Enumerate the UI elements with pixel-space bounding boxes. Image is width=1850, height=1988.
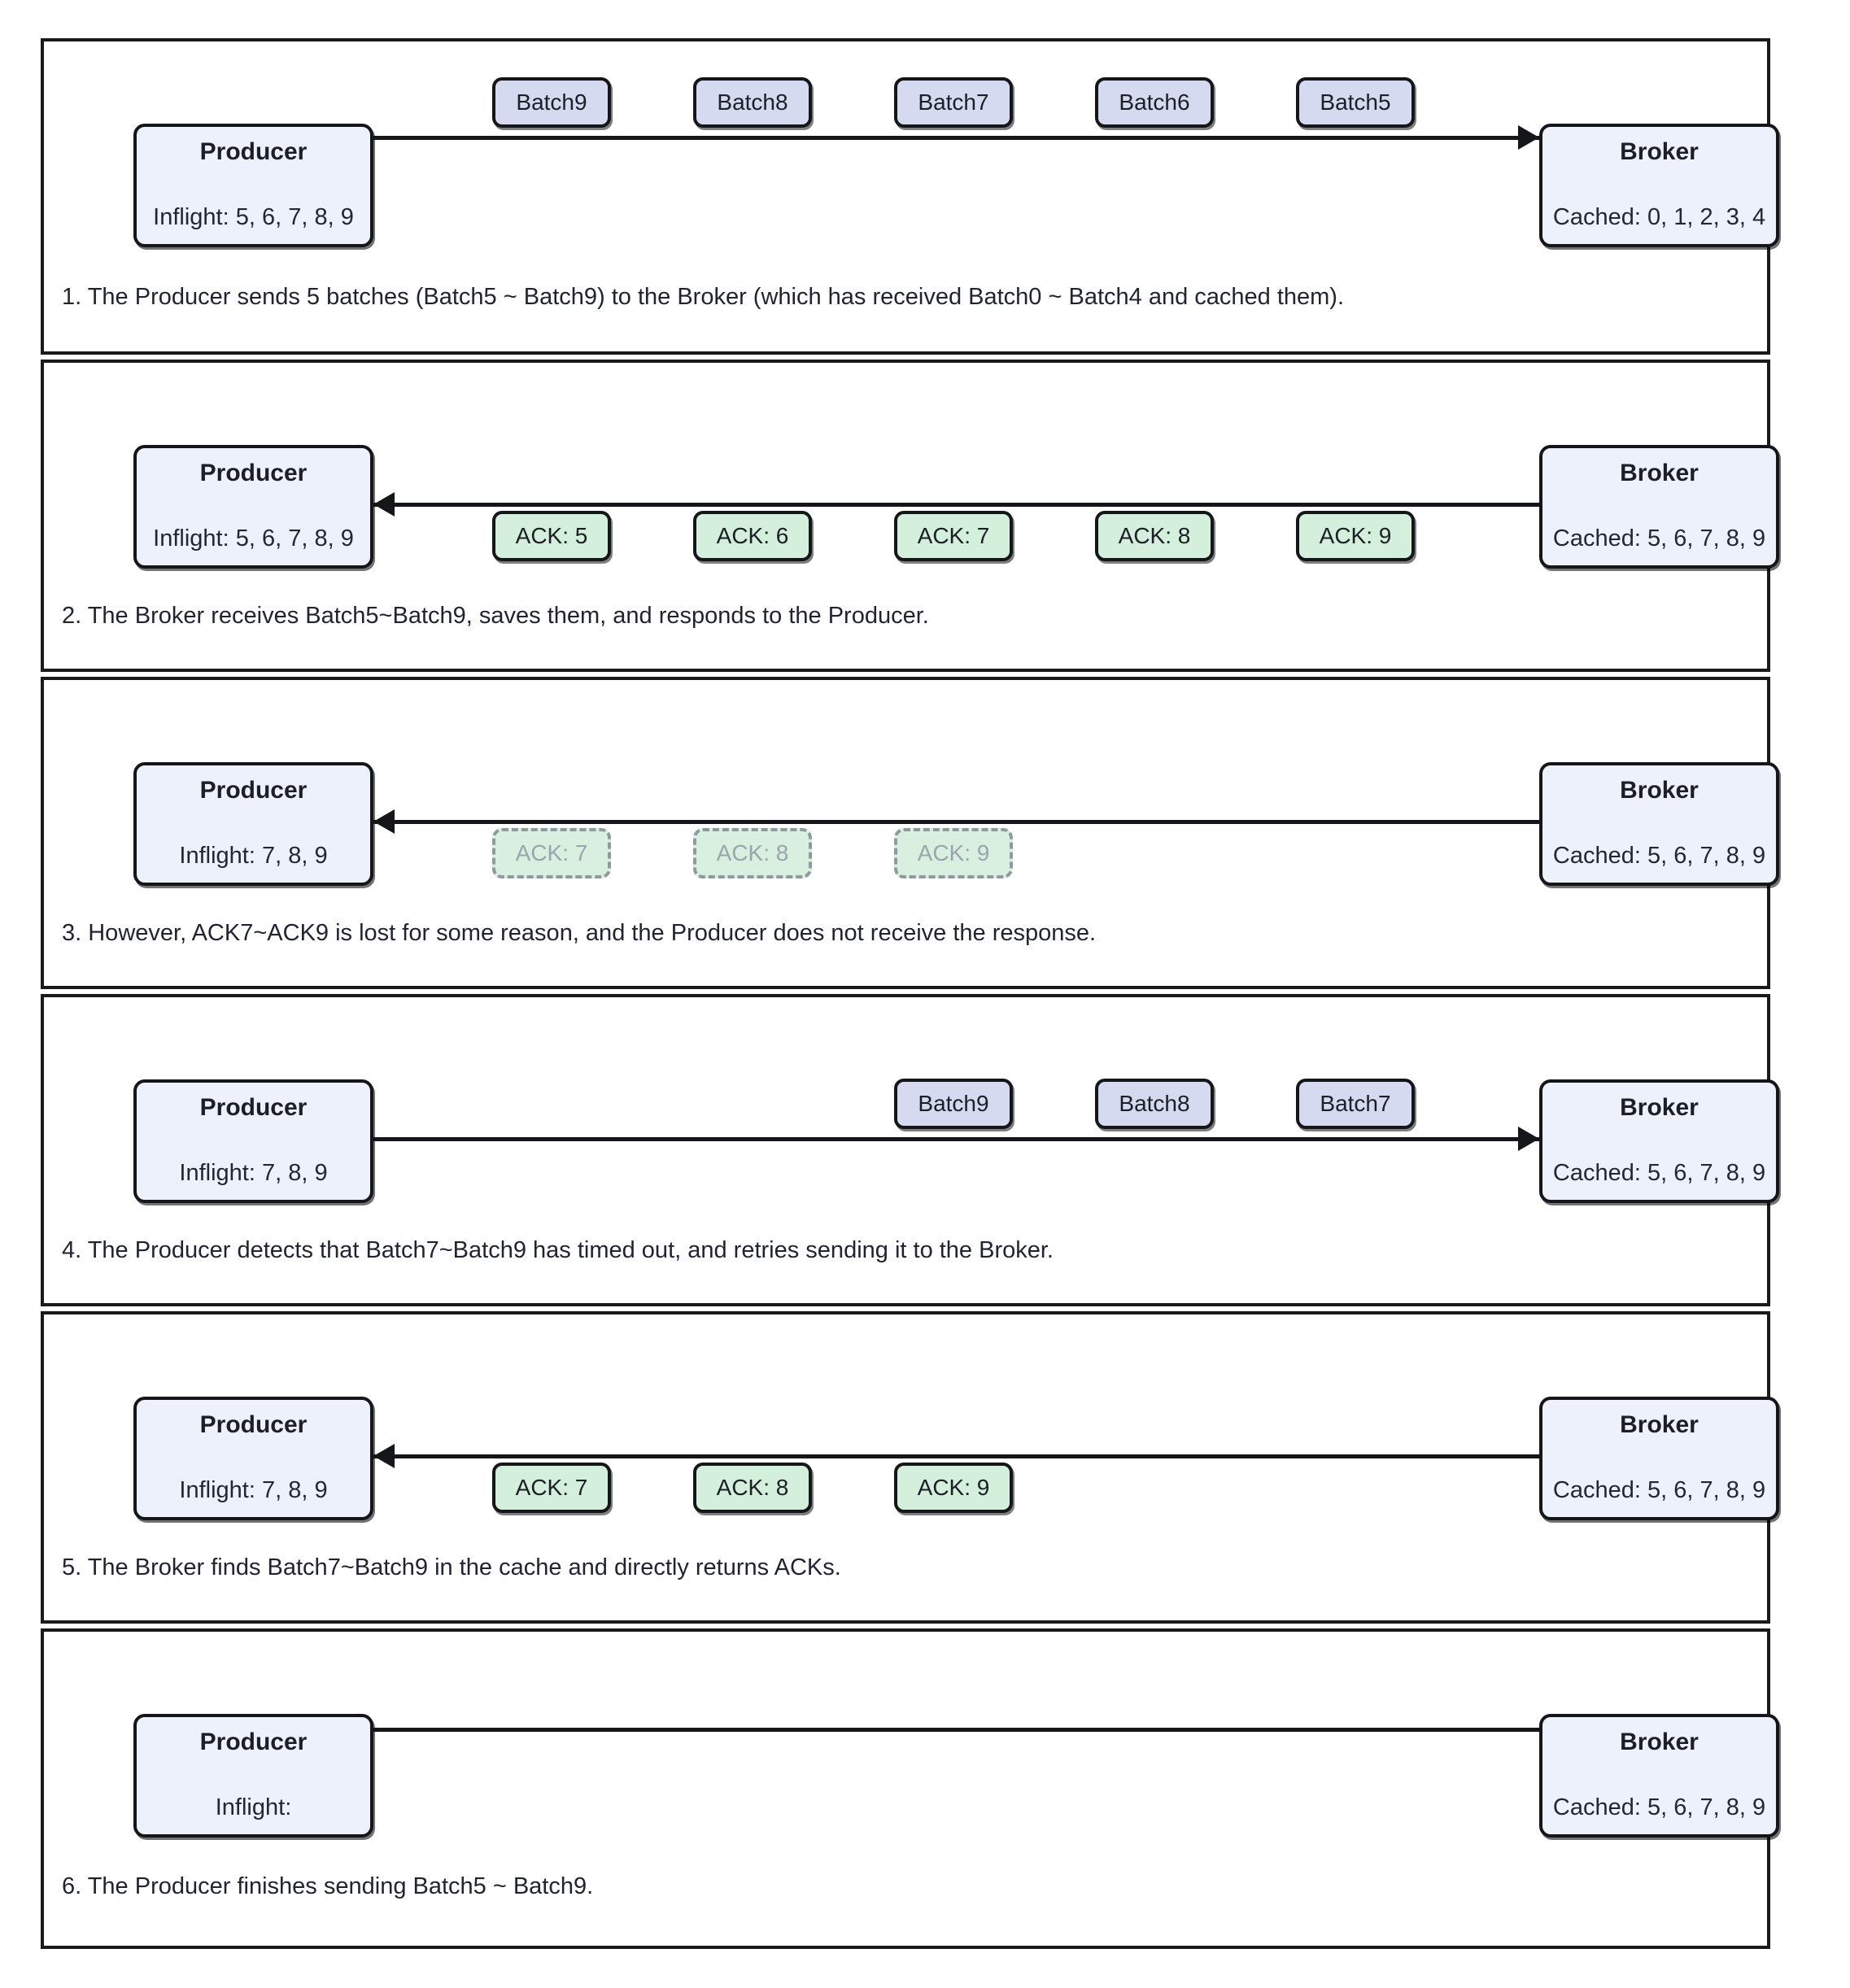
arrowhead-to-producer — [373, 809, 395, 834]
ack-chip: ACK: 7 — [894, 511, 1013, 561]
arrowhead-to-producer — [373, 1444, 395, 1468]
batch-chip: Batch7 — [894, 77, 1013, 128]
ack-chip: ACK: 7 — [492, 1463, 611, 1513]
batch-chip: Batch9 — [492, 77, 611, 128]
producer-title: Producer — [199, 460, 308, 486]
connector-line — [373, 1728, 1539, 1732]
broker-title: Broker — [1620, 460, 1699, 486]
step-caption: 4. The Producer detects that Batch7~Batc… — [62, 1237, 1054, 1263]
ack-lost-chip: ACK: 7 — [492, 828, 611, 878]
producer-title: Producer — [199, 1729, 308, 1755]
connector-line — [373, 1454, 1539, 1458]
ack-chip: ACK: 9 — [894, 1463, 1013, 1513]
ack-lost-chip: ACK: 9 — [894, 828, 1013, 878]
step-caption: 1. The Producer sends 5 batches (Batch5 … — [62, 284, 1345, 310]
batch-chip: Batch8 — [1095, 1079, 1214, 1129]
broker-title: Broker — [1620, 1729, 1699, 1755]
broker-title: Broker — [1620, 138, 1699, 165]
arrowhead-to-broker — [1518, 1127, 1539, 1151]
ack-lost-chip: ACK: 8 — [693, 828, 812, 878]
connector-line — [373, 820, 1539, 824]
broker-cached-label: Cached: 5, 6, 7, 8, 9 — [1552, 843, 1766, 869]
producer-inflight-label: Inflight: 7, 8, 9 — [179, 843, 328, 869]
step-caption: 2. The Broker receives Batch5~Batch9, sa… — [62, 603, 929, 629]
batch-chip: Batch6 — [1095, 77, 1214, 128]
batch-chip: Batch5 — [1296, 77, 1415, 128]
producer-inflight-label: Inflight: 5, 6, 7, 8, 9 — [153, 525, 354, 551]
ack-chip: ACK: 8 — [693, 1463, 812, 1513]
arrowhead-to-broker — [1518, 125, 1539, 150]
batch-chip: Batch7 — [1296, 1079, 1415, 1129]
producer-inflight-label: Inflight: — [215, 1794, 292, 1820]
broker-cached-label: Cached: 5, 6, 7, 8, 9 — [1552, 1160, 1766, 1186]
broker-title: Broker — [1620, 777, 1699, 804]
batch-chip: Batch8 — [693, 77, 812, 128]
step-caption: 3. However, ACK7~ACK9 is lost for some r… — [62, 920, 1097, 946]
step-caption: 5. The Broker finds Batch7~Batch9 in the… — [62, 1554, 841, 1580]
producer-title: Producer — [199, 1411, 308, 1438]
connector-line — [373, 503, 1539, 507]
producer-title: Producer — [199, 1094, 308, 1121]
producer-inflight-label: Inflight: 5, 6, 7, 8, 9 — [153, 204, 354, 230]
producer-title: Producer — [199, 777, 308, 804]
step-caption: 6. The Producer finishes sending Batch5 … — [62, 1873, 594, 1899]
arrowhead-to-producer — [373, 492, 395, 517]
broker-cached-label: Cached: 5, 6, 7, 8, 9 — [1552, 1477, 1766, 1503]
batch-chip: Batch9 — [894, 1079, 1013, 1129]
ack-chip: ACK: 9 — [1296, 511, 1415, 561]
ack-chip: ACK: 5 — [492, 511, 611, 561]
producer-inflight-label: Inflight: 7, 8, 9 — [179, 1160, 328, 1186]
broker-cached-label: Cached: 5, 6, 7, 8, 9 — [1552, 1794, 1766, 1820]
broker-cached-label: Cached: 5, 6, 7, 8, 9 — [1552, 525, 1766, 551]
connector-line — [373, 136, 1539, 140]
producer-inflight-label: Inflight: 7, 8, 9 — [179, 1477, 328, 1503]
broker-title: Broker — [1620, 1411, 1699, 1438]
connector-line — [373, 1137, 1539, 1141]
producer-title: Producer — [199, 138, 308, 165]
broker-cached-label: Cached: 0, 1, 2, 3, 4 — [1552, 204, 1766, 230]
ack-chip: ACK: 8 — [1095, 511, 1214, 561]
broker-title: Broker — [1620, 1094, 1699, 1121]
ack-chip: ACK: 6 — [693, 511, 812, 561]
